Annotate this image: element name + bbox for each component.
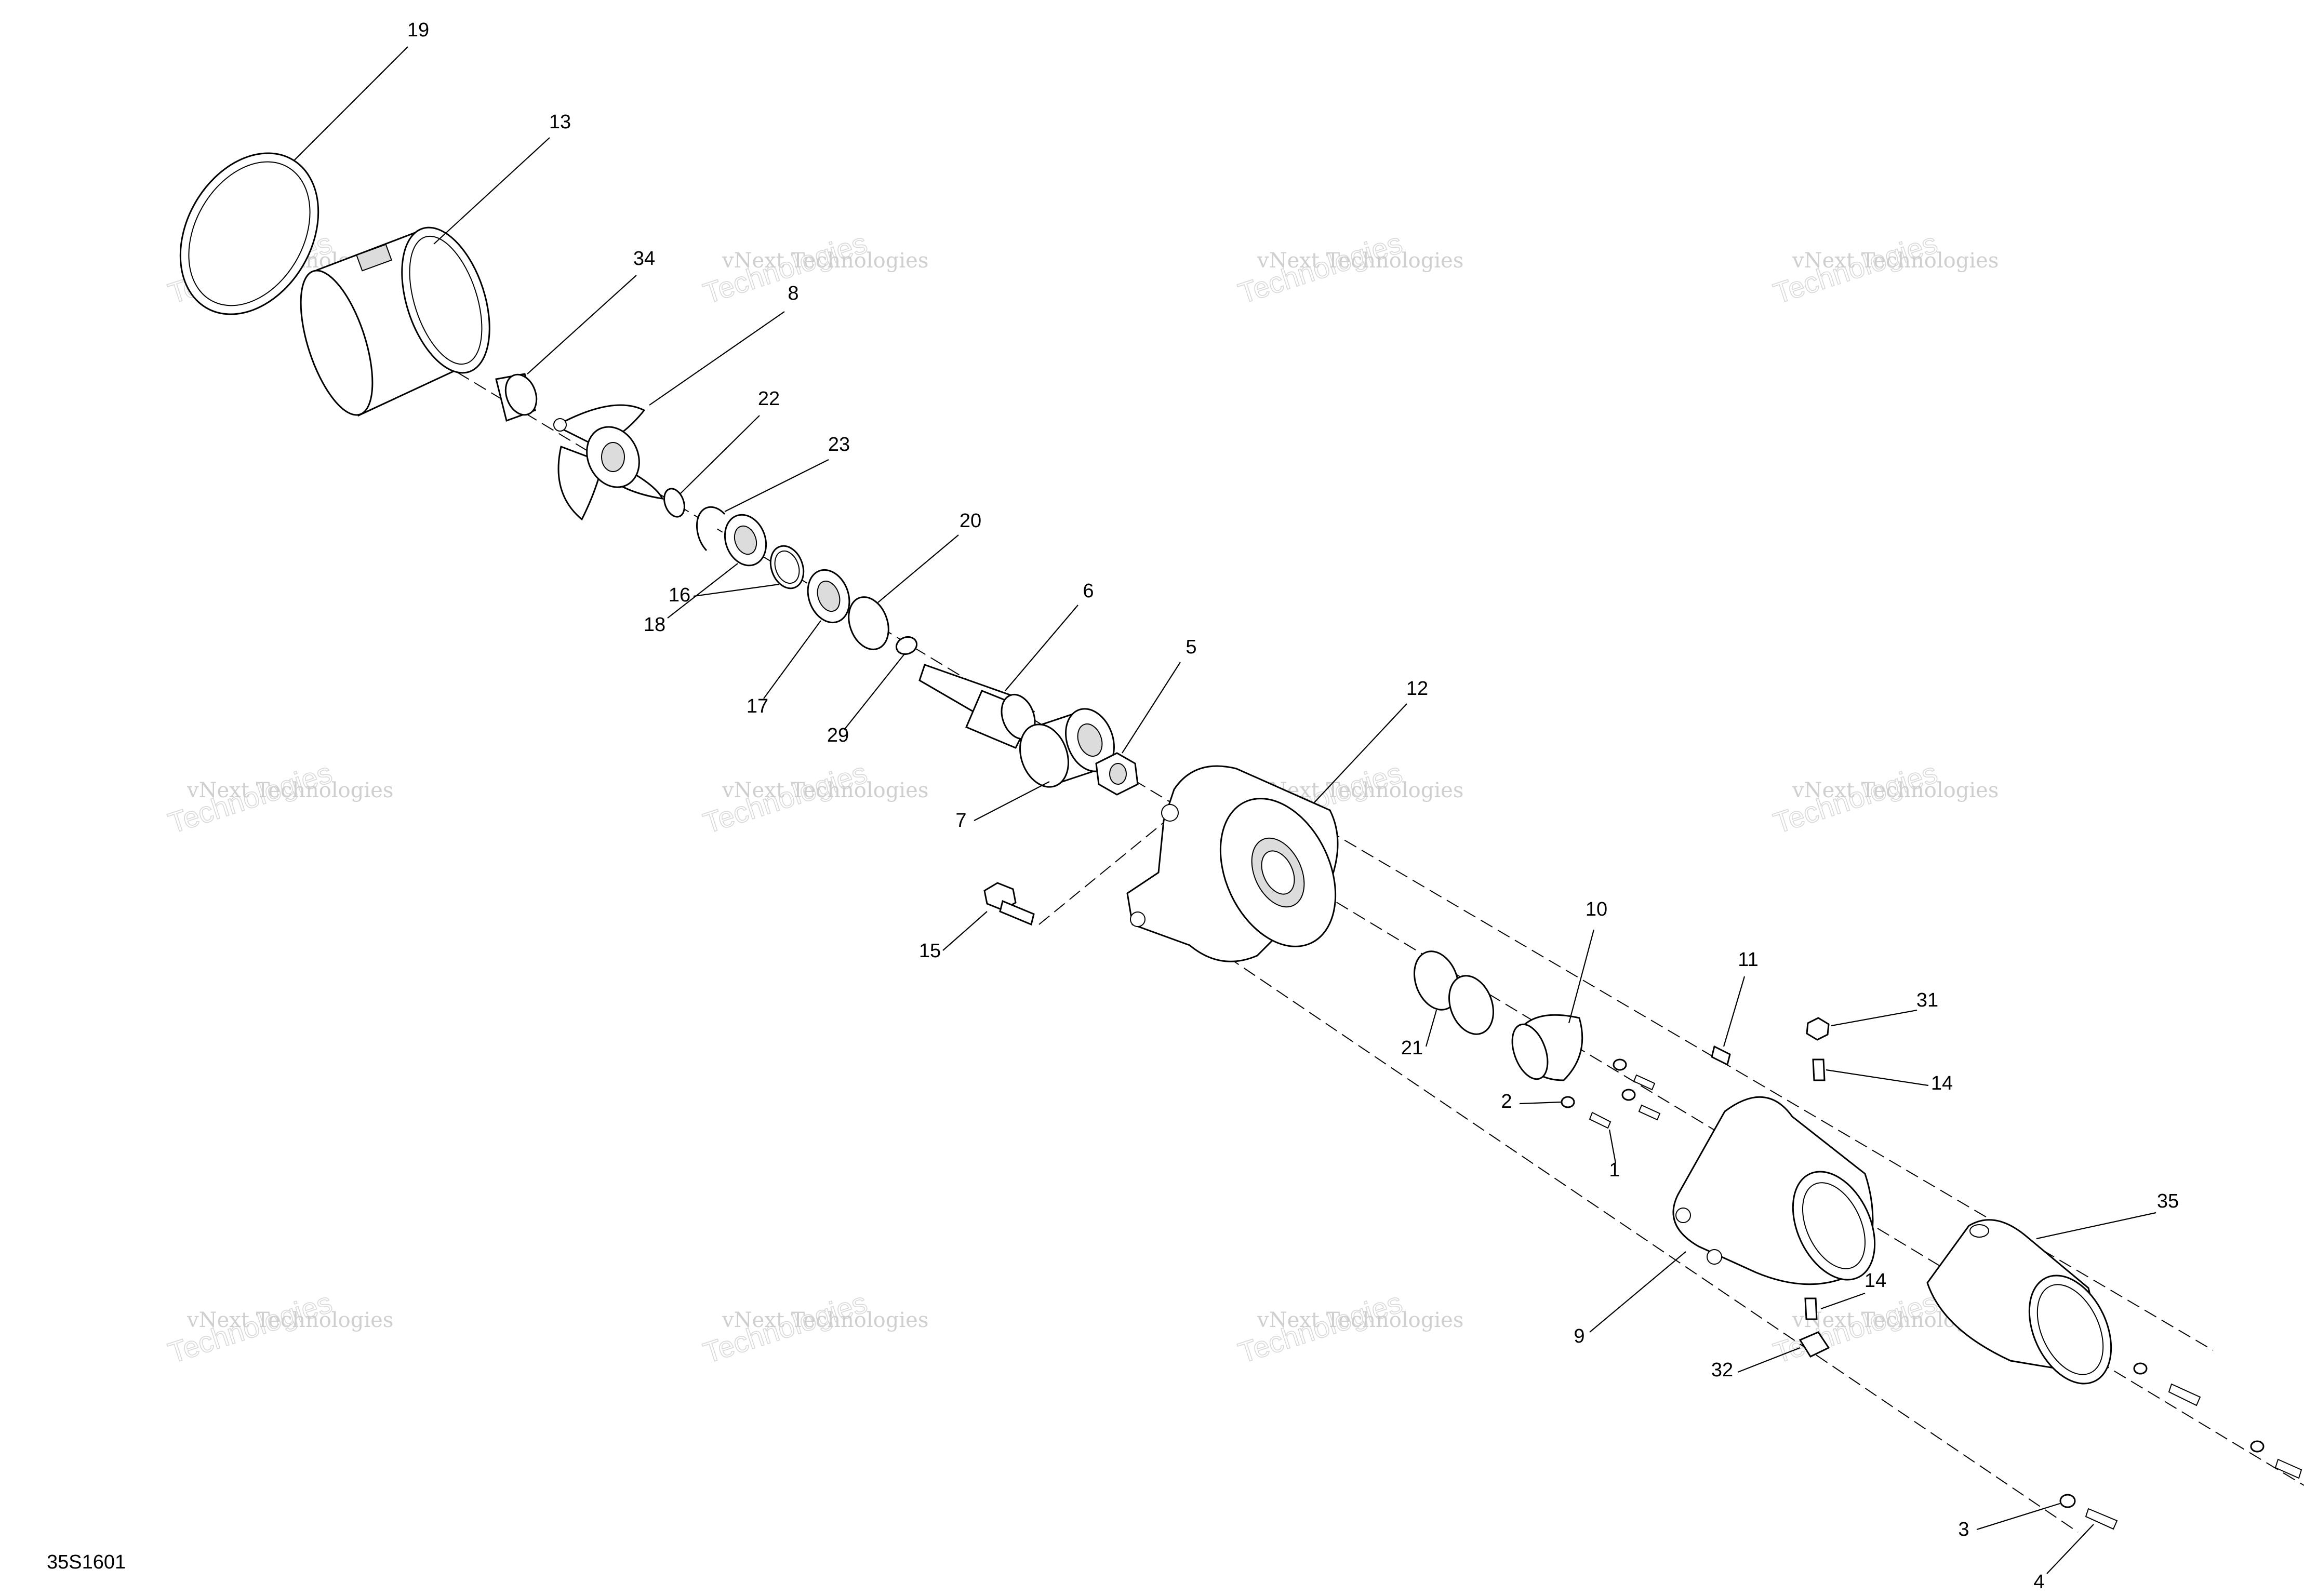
part-8-impeller	[553, 404, 664, 521]
part-1-screws	[1589, 1074, 1661, 1129]
leader-line-6	[1005, 605, 1078, 691]
watermark-text-10: vNext Technologies	[722, 1308, 928, 1332]
leader-line-7	[974, 781, 1050, 821]
part-10-cone	[1511, 1014, 1583, 1081]
callout-label-4: 4	[2033, 1571, 2044, 1593]
leader-line-31	[1831, 1009, 1917, 1027]
callout-label-8: 8	[788, 283, 798, 304]
callout-label-11: 11	[1738, 949, 1758, 971]
leader-line-13	[433, 137, 550, 245]
watermark-text-6: vNext Technologies	[722, 779, 928, 802]
leader-line-12	[1314, 703, 1407, 803]
leader-line-11	[1723, 976, 1746, 1047]
callout-label-9: 9	[1574, 1325, 1584, 1347]
watermark-text-8: vNext Technologies	[1792, 779, 1999, 802]
diagram-code: 35S1601	[47, 1551, 126, 1573]
leader-line-4	[2046, 1524, 2094, 1574]
leader-line-1	[1608, 1129, 1617, 1164]
callout-label-5: 5	[1186, 636, 1196, 658]
leader-line-9	[1589, 1251, 1686, 1333]
leader-line-34	[527, 275, 637, 374]
part-5-nut	[1095, 752, 1139, 796]
leader-line-22	[680, 415, 760, 494]
callout-label-1: 1	[1609, 1159, 1620, 1181]
part-16-washer	[769, 545, 805, 589]
callout-label-3: 3	[1958, 1519, 1969, 1540]
leader-line-3	[1976, 1503, 2060, 1531]
leader-line-32	[1737, 1347, 1801, 1373]
watermark-text-4: vNext Technologies	[1792, 249, 1999, 273]
watermark-text-3: vNext Technologies	[1257, 249, 1463, 273]
callout-label-19: 19	[407, 19, 429, 41]
callout-layer: 1913348222318162017296571215102111311421…	[293, 19, 2179, 1593]
part-31-cap	[1806, 1017, 1830, 1041]
callout-label-2: 2	[1501, 1091, 1512, 1112]
callout-label-17: 17	[747, 695, 768, 717]
part-35-nozzle	[1926, 1219, 2112, 1385]
part-17-bearing-seal	[807, 569, 850, 624]
part-14-fitting-top	[1812, 1058, 1826, 1081]
callout-label-14a: 14	[1931, 1072, 1953, 1094]
part-20-o-ring	[848, 596, 889, 650]
leader-line-15	[942, 911, 988, 951]
leader-line-14a	[1826, 1069, 1929, 1087]
callout-label-6: 6	[1083, 580, 1094, 602]
part-11-fitting	[1711, 1045, 1731, 1066]
part-29-bushing	[895, 636, 918, 655]
leader-line-29	[844, 653, 905, 730]
watermark-text-2: vNext Technologies	[722, 249, 928, 273]
leader-line-17	[763, 620, 821, 699]
callout-label-16: 16	[669, 584, 690, 606]
part-6-drive-shaft	[918, 664, 1036, 749]
callout-label-35: 35	[2157, 1190, 2179, 1212]
watermark-text-11: vNext Technologies	[1257, 1308, 1463, 1332]
callout-label-18: 18	[644, 614, 665, 636]
leader-line-19	[293, 46, 408, 162]
part-23-circlip	[696, 506, 726, 552]
callout-label-34: 34	[633, 248, 655, 270]
callout-label-15: 15	[919, 940, 941, 962]
watermark-text-5: vNext Technologies	[187, 779, 393, 802]
leader-line-2	[1519, 1101, 1562, 1105]
callout-label-14b: 14	[1864, 1270, 1886, 1292]
part-19-wear-ring	[179, 152, 319, 315]
part-12-pump-housing	[1126, 765, 1339, 962]
callout-label-7: 7	[955, 810, 966, 831]
part-9-venturi	[1672, 1096, 1876, 1285]
part-18-seal	[724, 514, 767, 567]
leader-line-35	[2036, 1212, 2156, 1240]
watermark-text-9: vNext Technologies	[187, 1308, 393, 1332]
leader-line-18	[667, 563, 738, 619]
callout-label-12: 12	[1406, 678, 1428, 700]
callout-label-31: 31	[1916, 989, 1938, 1011]
part-22-o-ring	[663, 488, 685, 518]
callout-label-29: 29	[827, 725, 849, 746]
leader-line-10	[1568, 929, 1595, 1024]
leader-line-16	[693, 583, 780, 597]
callout-label-21: 21	[1401, 1037, 1423, 1059]
part-4-bolt	[2085, 1508, 2118, 1530]
leader-line-20	[877, 534, 959, 603]
part-3-washer	[2059, 1494, 2076, 1508]
part-13-impeller-housing	[300, 226, 490, 417]
callout-label-13: 13	[549, 111, 571, 133]
callout-label-10: 10	[1586, 898, 1607, 920]
leader-line-23	[724, 459, 829, 512]
part-14-fitting-bottom	[1804, 1297, 1818, 1320]
callout-label-22: 22	[758, 388, 780, 410]
leader-line-8	[649, 311, 785, 406]
part-32-plate	[1799, 1331, 1830, 1358]
part-15-fitting	[983, 882, 1035, 926]
nozzle-bolts	[2133, 1362, 2302, 1479]
callout-label-20: 20	[960, 510, 981, 532]
leader-line-5	[1122, 662, 1181, 754]
leader-line-14b	[1820, 1292, 1866, 1310]
leader-line-21	[1425, 1010, 1437, 1047]
part-2-washers	[1561, 1058, 1636, 1108]
part-34-cone-nut	[495, 373, 538, 422]
callout-label-32: 32	[1711, 1359, 1733, 1381]
part-21-o-rings	[1413, 950, 1495, 1035]
callout-label-23: 23	[828, 434, 850, 455]
